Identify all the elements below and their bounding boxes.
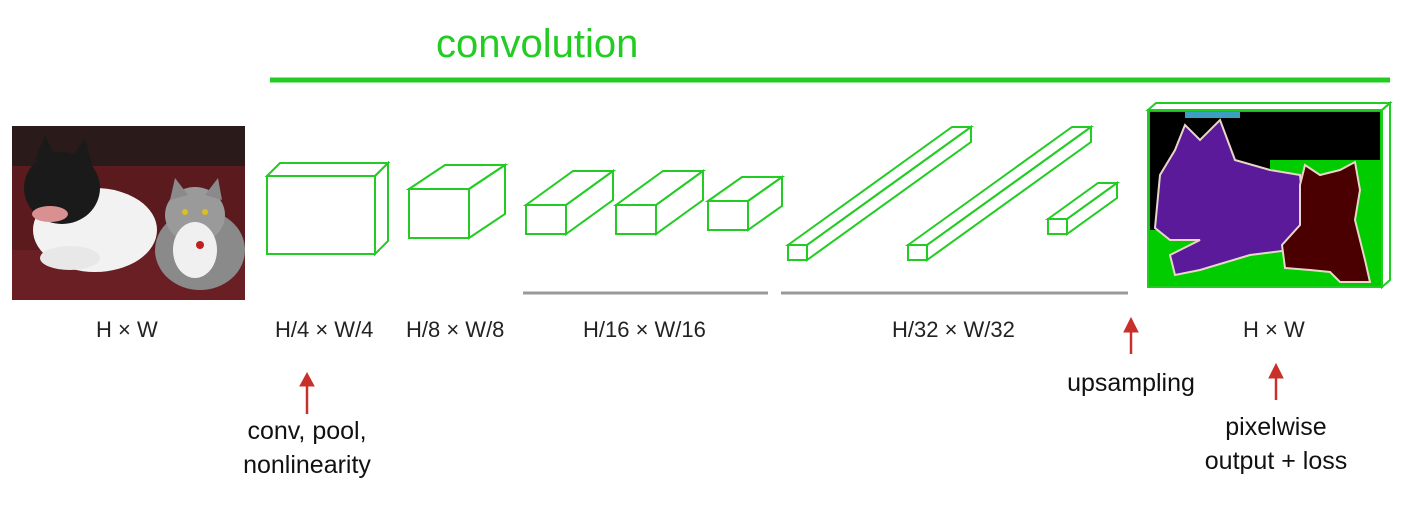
- feature-block-h32-c: [1044, 181, 1121, 236]
- annotation-upsampling: upsampling: [1067, 369, 1195, 397]
- annotation-pixelwise-line2: output + loss: [1204, 447, 1348, 475]
- feature-block-h32-a: [784, 125, 975, 262]
- annotation-conv-pool: conv, pool, nonlinearity: [228, 414, 386, 482]
- feature-block-h32-b: [904, 125, 1095, 262]
- feature-block-h16-a: [522, 169, 617, 236]
- annotation-pixelwise-line1: pixelwise: [1225, 413, 1327, 441]
- up-arrow-icon: [299, 371, 315, 414]
- size-label-h16: H/16 × W/16: [583, 317, 706, 342]
- size-label-h4: H/4 × W/4: [275, 317, 374, 342]
- annotation-pixelwise: pixelwise output + loss: [1190, 410, 1362, 478]
- feature-block-h16-c: [704, 175, 786, 232]
- up-arrow-icon: [1123, 316, 1139, 354]
- size-label-output: H × W: [1243, 317, 1305, 342]
- output-segmentation: [1145, 100, 1393, 290]
- size-label-input: H × W: [96, 317, 158, 342]
- size-label-h8: H/8 × W/8: [406, 317, 505, 342]
- annotation-conv-pool-line1: conv, pool,: [247, 417, 367, 445]
- convolution-title: convolution: [436, 22, 639, 66]
- annotation-conv-pool-line2: nonlinearity: [243, 451, 371, 479]
- feature-block-h8: [405, 163, 509, 240]
- feature-block-h4: [264, 160, 391, 257]
- size-label-h32: H/32 × W/32: [892, 317, 1015, 342]
- up-arrow-icon: [1268, 362, 1284, 400]
- feature-block-h16-b: [612, 169, 707, 236]
- input-photo: [12, 126, 245, 300]
